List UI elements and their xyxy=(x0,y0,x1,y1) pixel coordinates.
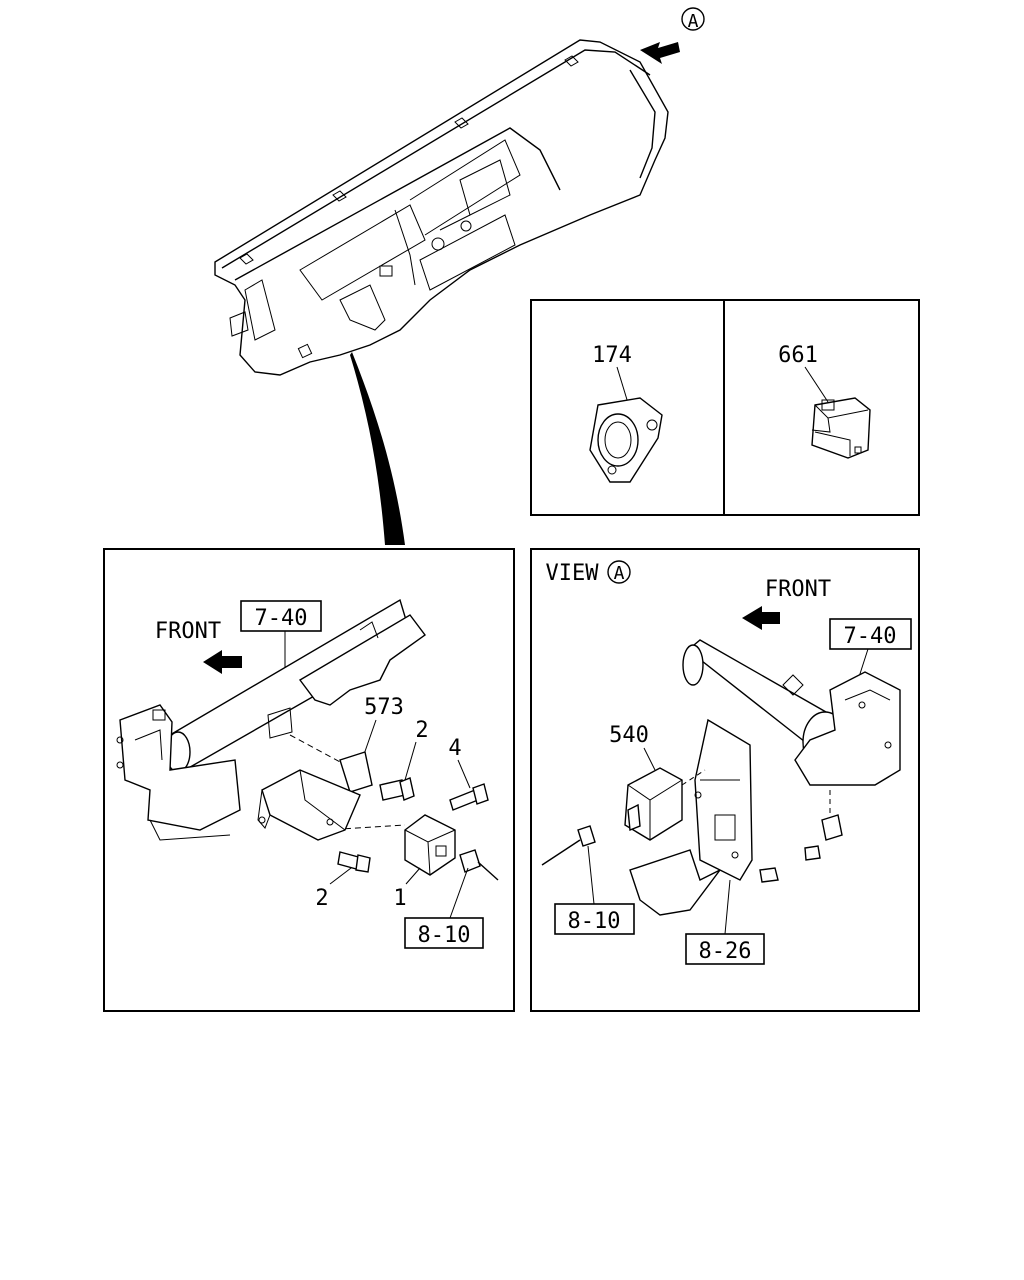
clip-part-573 xyxy=(339,751,373,793)
part-label-1: 1 xyxy=(393,886,406,911)
detail-leader xyxy=(350,352,405,545)
front-arrow-left xyxy=(203,650,242,674)
inset-parts-panel: 174 661 xyxy=(530,299,920,516)
screw-part-4 xyxy=(449,783,489,811)
dashboard-assembly: A xyxy=(214,7,705,376)
left-detail-panel: FRONT 7-40 573 2 xyxy=(103,548,515,1012)
socket-part-174 xyxy=(589,397,663,483)
ref-7-40-right: 7-40 xyxy=(844,624,897,649)
mounting-bracket xyxy=(694,718,753,881)
view-marker-top: A xyxy=(688,11,699,32)
part-label-4: 4 xyxy=(448,736,461,761)
connector-plug xyxy=(459,849,499,881)
bolt-part-2-upper xyxy=(379,777,415,801)
relay-part-1 xyxy=(404,814,456,876)
view-a-panel: VIEW A FRONT 7-40 540 xyxy=(530,548,920,1012)
part-label-573: 573 xyxy=(364,695,404,720)
part-label-2-upper: 2 xyxy=(415,718,428,743)
control-unit-540 xyxy=(624,767,683,841)
part-label-540: 540 xyxy=(609,723,649,748)
ref-8-10-left: 8-10 xyxy=(418,923,471,948)
front-arrow-right xyxy=(742,606,780,630)
part-label-661: 661 xyxy=(778,343,818,368)
view-title: VIEW xyxy=(546,561,600,586)
part-label-174: 174 xyxy=(592,343,632,368)
relay-part-661 xyxy=(811,397,871,459)
relay-bracket xyxy=(257,769,361,841)
front-label-left: FRONT xyxy=(155,619,221,644)
view-marker-panel: A xyxy=(614,563,625,584)
ref-8-10-right: 8-10 xyxy=(568,909,621,934)
ref-7-40-left: 7-40 xyxy=(255,606,308,631)
part-label-2-lower: 2 xyxy=(315,886,328,911)
front-label-right: FRONT xyxy=(765,577,831,602)
ref-8-26: 8-26 xyxy=(699,939,752,964)
bolt-part-2-lower xyxy=(337,851,371,873)
wire-connector xyxy=(541,825,596,866)
